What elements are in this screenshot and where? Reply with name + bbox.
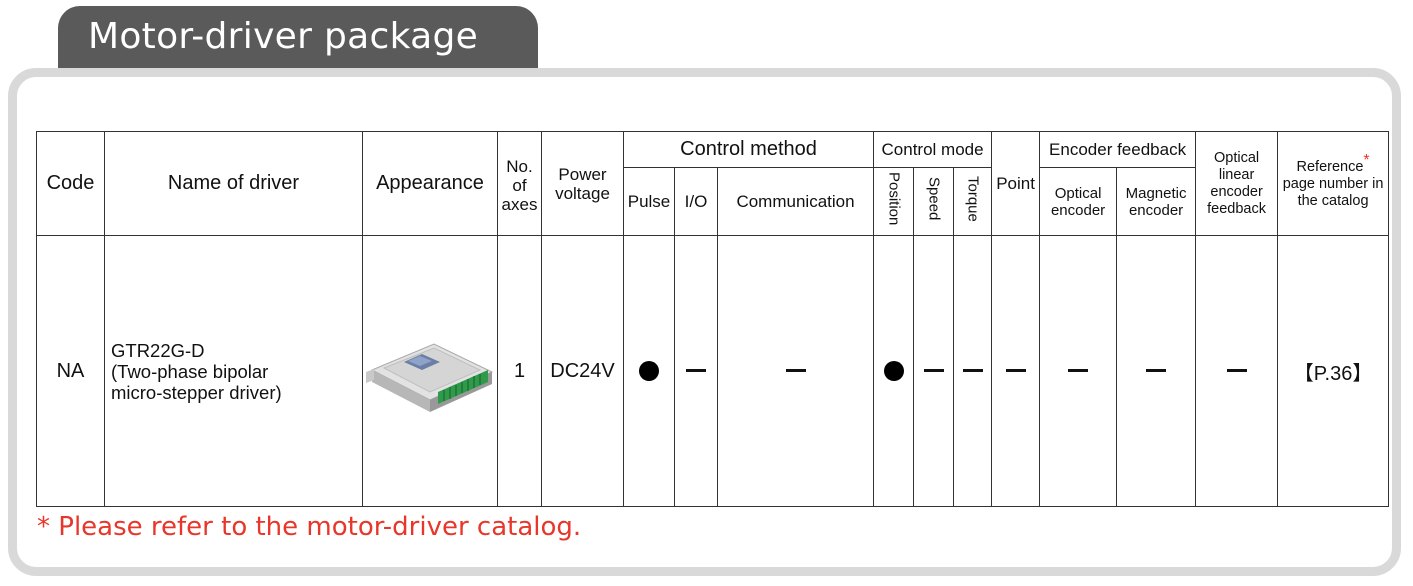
header-reference-rest: page number in the catalog [1282, 175, 1384, 209]
header-code: Code [36, 130, 105, 237]
supported-dot-icon [883, 361, 904, 382]
header-position-label: Position [885, 172, 903, 226]
cell-position [873, 235, 915, 507]
header-io: I/O [674, 167, 718, 237]
header-communication: Communication [716, 167, 875, 237]
cell-code: NA [36, 235, 105, 507]
supported-dot-icon [639, 361, 659, 382]
page-title: Motor-driver package list [58, 6, 538, 119]
header-speed: Speed [913, 167, 955, 237]
header-pulse: Pulse [623, 167, 675, 237]
cell-power: DC24V [541, 235, 624, 507]
cell-reference: 【P.36】 [1277, 235, 1390, 507]
cell-pulse [623, 235, 675, 507]
header-power: Power voltage [541, 130, 624, 237]
cell-axes: 1 [497, 235, 542, 507]
dash-icon [1068, 369, 1089, 373]
header-position: Position [873, 167, 915, 237]
dash-icon [686, 369, 706, 373]
cell-io [674, 235, 718, 507]
dash-icon [923, 369, 944, 373]
cell-optical-linear [1195, 235, 1279, 507]
header-reference: Reference* page number in the catalog [1277, 130, 1390, 237]
header-name: Name of driver [104, 130, 363, 237]
dash-icon [785, 369, 806, 373]
header-magnetic-encoder: Magnetic encoder [1116, 167, 1197, 237]
header-encoder-feedback: Encoder feedback [1039, 130, 1197, 169]
cell-optical-encoder [1039, 235, 1118, 507]
driver-desc-line1: (Two-phase bipolar [111, 360, 269, 382]
header-control-method: Control method [622, 130, 875, 169]
header-optical-linear: Optical linear encoder feedback [1195, 130, 1279, 237]
header-axes: No. of axes [497, 130, 542, 237]
driver-desc-line2: micro-stepper driver) [111, 381, 282, 403]
header-torque-label: Torque [964, 176, 982, 223]
cell-speed [913, 235, 955, 507]
driver-model: GTR22G-D [111, 339, 205, 361]
header-speed-label: Speed [925, 177, 943, 221]
header-torque: Torque [953, 167, 993, 237]
cell-magnetic-encoder [1116, 235, 1197, 507]
cell-torque [953, 235, 993, 507]
header-point: Point [991, 130, 1041, 237]
dash-icon [1146, 369, 1167, 373]
dash-icon [962, 369, 983, 373]
cell-communication [716, 235, 875, 507]
cell-appearance [362, 235, 498, 507]
driver-photo [366, 343, 494, 412]
cell-point [991, 235, 1041, 507]
dash-icon [1005, 369, 1026, 373]
package-table: Code Name of driver Appearance No. of ax… [36, 130, 1390, 507]
footnote: * Please refer to the motor-driver catal… [37, 512, 582, 542]
header-optical-linear-label: Optical linear encoder feedback [1207, 149, 1266, 217]
cell-name: GTR22G-D (Two-phase bipolar micro-steppe… [104, 235, 363, 507]
reference-asterisk: * [1363, 151, 1370, 169]
header-control-mode: Control mode [873, 130, 993, 169]
header-optical-encoder: Optical encoder [1039, 167, 1118, 237]
dash-icon [1226, 369, 1247, 373]
header-appearance: Appearance [362, 130, 498, 237]
header-reference-label: Reference [1296, 158, 1364, 175]
